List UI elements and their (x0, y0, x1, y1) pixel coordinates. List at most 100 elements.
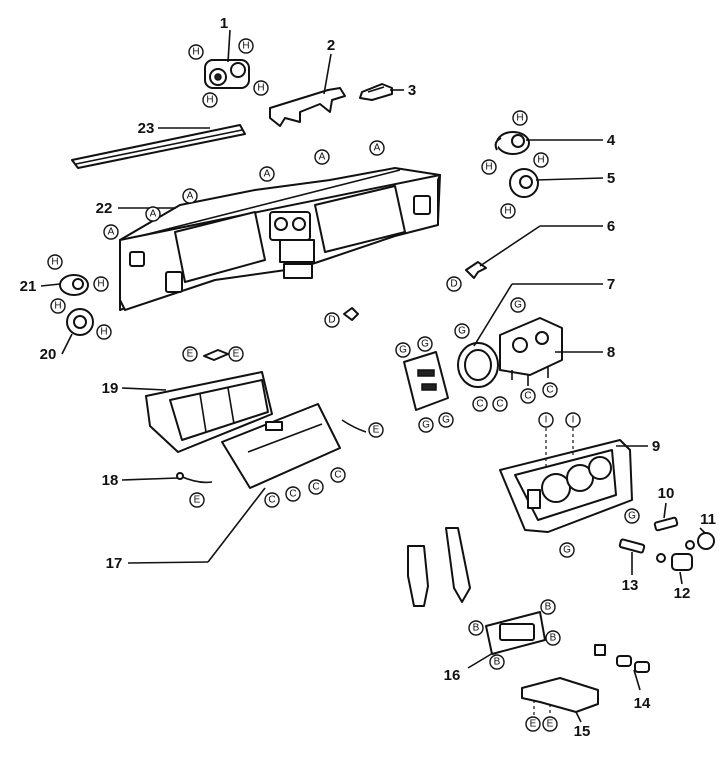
tag-a: A (150, 209, 157, 220)
part-11-knob (685, 532, 715, 550)
part-misc-clips (203, 307, 367, 433)
tag-h: H (516, 113, 523, 124)
part-08-meter-assembly (499, 317, 563, 386)
tag-c: C (334, 470, 341, 481)
tag-h: H (192, 47, 199, 58)
tag-a: A (319, 152, 326, 163)
tag-d: D (450, 279, 457, 290)
callout-18: 18 (102, 472, 119, 489)
callout-21: 21 (20, 278, 37, 295)
part-05-vent (509, 168, 539, 198)
part-09-cluster-bezel (499, 428, 633, 533)
tag-h: H (537, 155, 544, 166)
tag-a: A (187, 191, 194, 202)
callout-16: 16 (444, 667, 461, 684)
tag-h: H (100, 327, 107, 338)
tag-h: H (485, 162, 492, 173)
part-12-knob (656, 553, 693, 571)
tag-g: G (422, 420, 430, 431)
fastener-tags: H H H H A A A A A A H H H H H H H H D D … (47, 38, 640, 732)
tag-e: E (194, 495, 201, 506)
part-15-bracket (521, 677, 599, 716)
tag-h: H (97, 279, 104, 290)
tag-h: H (206, 95, 213, 106)
callout-5: 5 (607, 170, 615, 187)
tag-e: E (373, 425, 380, 436)
tag-c: C (546, 385, 553, 396)
tag-e: E (233, 349, 240, 360)
tag-h: H (504, 206, 511, 217)
callout-15: 15 (574, 723, 591, 740)
part-14-connector (594, 644, 650, 673)
part-01-vent-assembly (204, 59, 250, 89)
tag-c: C (476, 399, 483, 410)
callout-23: 23 (138, 120, 155, 137)
tag-h: H (257, 83, 264, 94)
callout-11: 11 (700, 511, 716, 528)
tag-c: C (289, 489, 296, 500)
callout-13: 13 (622, 577, 639, 594)
callout-1: 1 (220, 15, 228, 32)
callout-9: 9 (652, 438, 660, 455)
part-19-glovebox-housing (145, 371, 273, 453)
tag-c: C (312, 482, 319, 493)
tag-g: G (563, 545, 571, 556)
tag-c: C (268, 495, 275, 506)
tag-h: H (242, 41, 249, 52)
callout-7: 7 (607, 276, 615, 293)
callout-20: 20 (40, 346, 57, 363)
tag-e: E (547, 719, 554, 730)
part-17-glovebox-door (221, 403, 341, 489)
part-02-bracket (269, 87, 346, 127)
tag-b: B (494, 657, 501, 668)
callout-8: 8 (607, 344, 615, 361)
tag-a: A (374, 143, 381, 154)
part-22-instrument-panel (119, 167, 441, 311)
callout-17: 17 (106, 555, 123, 572)
tag-e: E (530, 719, 537, 730)
callout-10: 10 (658, 485, 675, 502)
callout-12: 12 (674, 585, 691, 602)
tag-i: I (572, 415, 575, 426)
part-16-control-unit (485, 611, 546, 655)
part-07-gauge-ring (457, 342, 499, 388)
callout-14: 14 (634, 695, 651, 712)
callout-6: 6 (607, 218, 615, 235)
tag-g: G (458, 326, 466, 337)
tag-h: H (54, 301, 61, 312)
callout-19: 19 (102, 380, 119, 397)
tag-a: A (264, 169, 271, 180)
part-21-vent (59, 274, 89, 296)
part-10-switch (653, 516, 679, 532)
part-18-strap (176, 472, 213, 484)
part-04-vent (494, 131, 530, 155)
tag-g: G (399, 345, 407, 356)
callout-numbers: 1 2 3 4 5 6 7 8 9 10 11 12 13 14 15 16 1… (20, 15, 716, 740)
part-cluster-board (403, 351, 449, 411)
tag-a: A (108, 227, 115, 238)
tag-g: G (628, 511, 636, 522)
part-side-braces (407, 527, 471, 607)
leader-lines (40, 29, 706, 723)
callout-2: 2 (327, 37, 335, 54)
tag-e: E (187, 349, 194, 360)
tag-b: B (473, 623, 480, 634)
tag-d: D (328, 315, 335, 326)
tag-g: G (442, 415, 450, 426)
callout-3: 3 (408, 82, 416, 99)
tag-h: H (51, 257, 58, 268)
part-23-trim-strip (71, 124, 246, 169)
part-13-switch (618, 538, 646, 554)
tag-g: G (421, 339, 429, 350)
tag-b: B (550, 633, 557, 644)
tag-c: C (524, 391, 531, 402)
tag-i: I (545, 415, 548, 426)
callout-22: 22 (96, 200, 113, 217)
tag-b: B (545, 602, 552, 613)
tag-c: C (496, 399, 503, 410)
part-03-clip (359, 83, 393, 101)
part-20-vent (66, 308, 94, 336)
tag-g: G (514, 300, 522, 311)
callout-4: 4 (607, 132, 616, 149)
